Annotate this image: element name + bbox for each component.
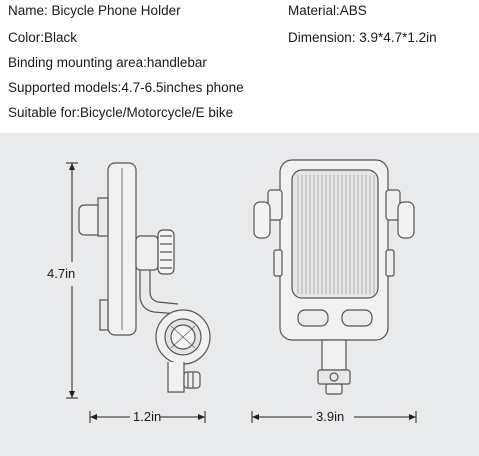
spec-supported-models: Supported models:4.7-6.5inches phone: [8, 80, 244, 95]
product-drawing-panel: [0, 133, 479, 456]
dimension-arrows: [66, 162, 417, 423]
spec-dimension: Dimension: 3.9*4.7*1.2in: [288, 30, 437, 45]
spec-name: Name: Bicycle Phone Holder: [8, 3, 181, 18]
depth-dimension-label: 1.2in: [133, 409, 162, 424]
side-view-drawing: [78, 162, 211, 393]
front-view-drawing: [253, 159, 415, 395]
width-dimension-label: 3.9in: [316, 409, 345, 424]
height-dimension-label: 4.7in: [47, 266, 76, 281]
spec-material: Material:ABS: [288, 3, 367, 18]
spec-suitable-for: Suitable for:Bicycle/Motorcycle/E bike: [8, 105, 234, 120]
spec-color: Color:Black: [8, 30, 78, 45]
spec-mounting-area: Binding mounting area:handlebar: [8, 55, 207, 70]
